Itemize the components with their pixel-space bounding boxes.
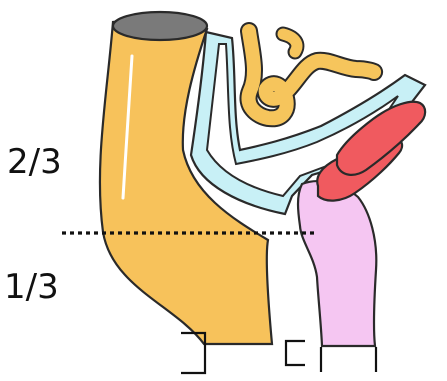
pink-tube	[298, 181, 376, 346]
gray-cap	[113, 12, 207, 40]
upper-fraction-label: 2/3	[7, 142, 62, 182]
lower-fraction-label: 1/3	[4, 267, 59, 307]
mid-bottom-bracket	[286, 341, 305, 365]
